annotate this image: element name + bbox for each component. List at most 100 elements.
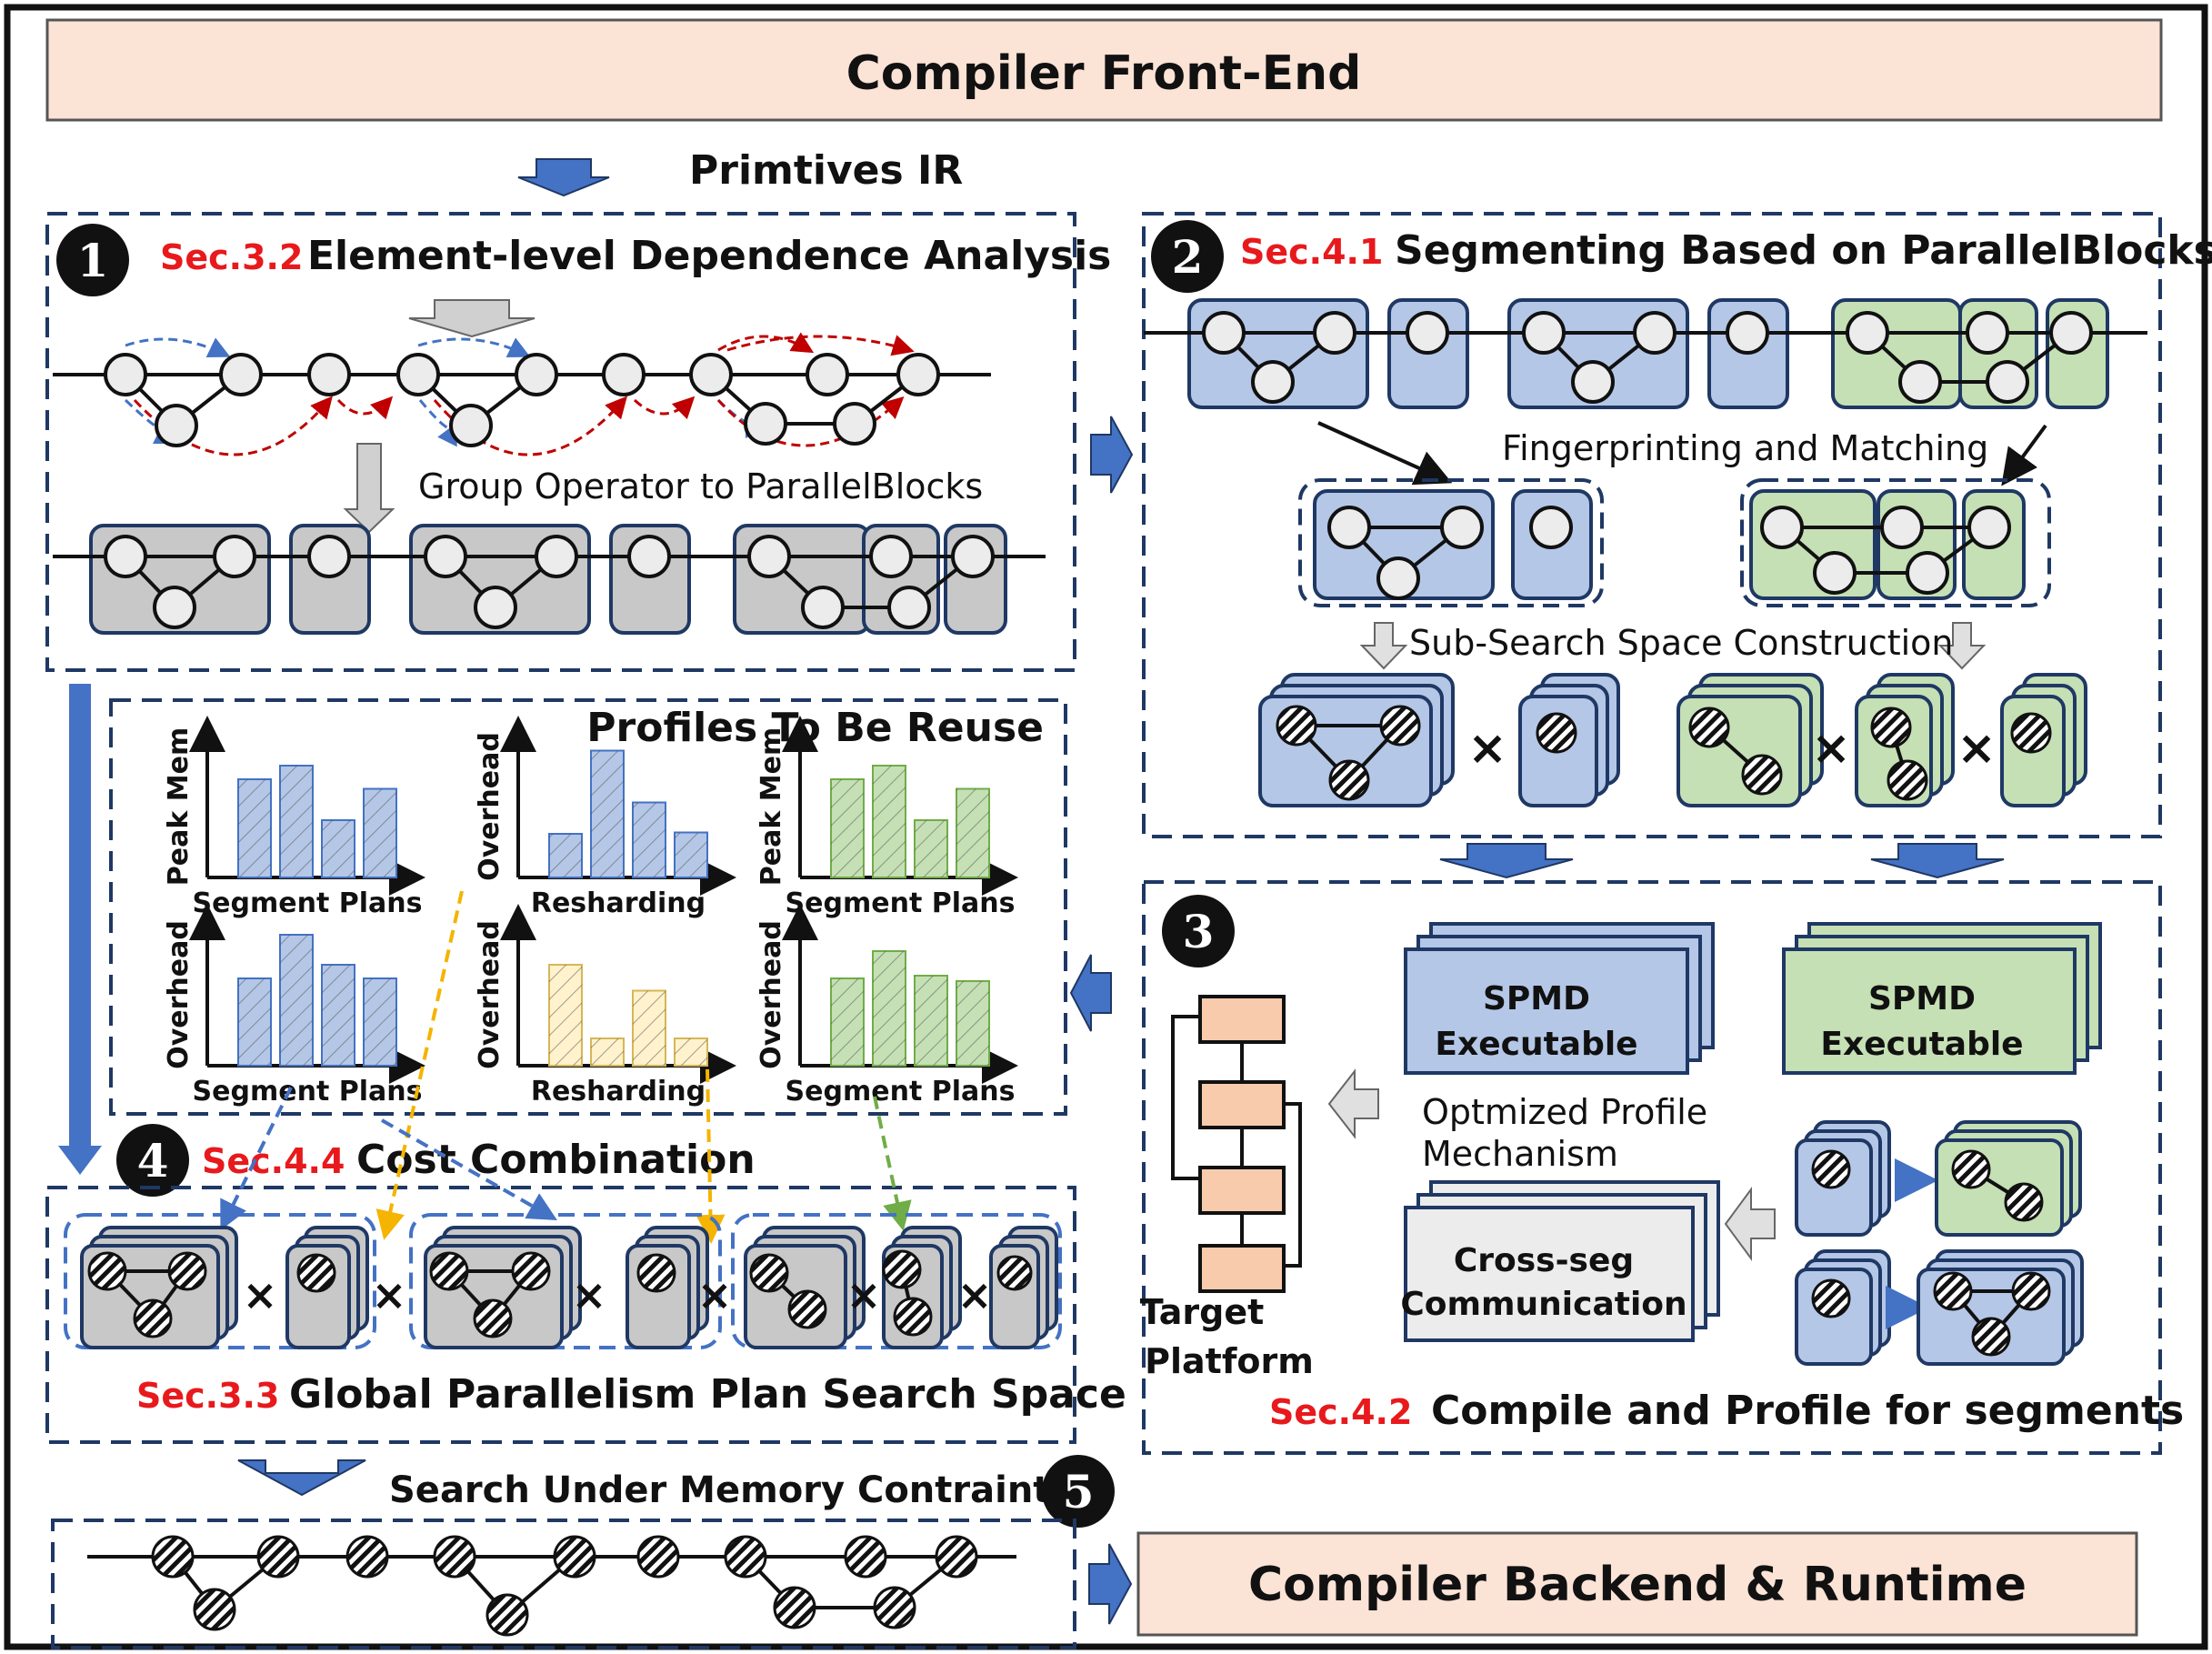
step1-section: Sec.3.2: [160, 237, 303, 277]
target-platform: [1171, 995, 1302, 1293]
compile-segment-stacks: [1795, 1120, 2084, 1366]
global-search-space: × × × × × ×: [64, 1213, 1062, 1349]
profile-chart-1-bar-hatch-2: [633, 802, 666, 877]
profile-chart-2-bar-hatch-1: [873, 766, 906, 877]
profile-chart-5-bar-hatch-1: [873, 951, 906, 1066]
global-section: Sec.3.3: [136, 1376, 279, 1416]
profile-chart-0-bar-hatch-2: [322, 820, 355, 877]
profiles-panel: [109, 698, 1067, 1116]
svg-text:×: ×: [1811, 721, 1851, 776]
down-arrow-icon: [517, 158, 610, 197]
spmd-green-line2: Executable: [1820, 1026, 2023, 1063]
step2-number-badge: [1151, 220, 1224, 293]
profile-chart-3-bar-hatch-2: [322, 965, 355, 1066]
down-arrow-icon-3: [1870, 843, 2005, 879]
target-line2: Platform: [1145, 1341, 1314, 1381]
spmd-executable-blue: [1404, 922, 1715, 1075]
step3-number-badge: [1162, 895, 1235, 967]
spmd-blue-line2: Executable: [1435, 1026, 1637, 1063]
subspace-label: Sub-Search Space Construction: [1409, 623, 1954, 663]
cross-seg-stack: [1404, 1180, 1720, 1342]
parallel-blocks-gray: [53, 524, 1046, 635]
svg-text:×: ×: [372, 1270, 407, 1319]
profile-chart-2-bar-hatch-2: [915, 820, 947, 877]
svg-text:×: ×: [846, 1270, 882, 1319]
step3-section: Sec.4.2: [1269, 1392, 1412, 1432]
group-label: Group Operator to ParallelBlocks: [418, 466, 983, 506]
profile-chart-4-ylabel: Overhead: [474, 920, 505, 1069]
profile-chart-5-bar-hatch-0: [831, 978, 864, 1066]
profile-chart-3-bar-hatch-3: [364, 978, 396, 1066]
profile-link-blue-1: [220, 1087, 293, 1231]
profile-chart-0-xlabel: Segment Plans: [193, 887, 423, 919]
profile-chart-1-bar-hatch-3: [675, 832, 707, 877]
down-arrow-icon-4: [237, 1459, 366, 1497]
profile-link-green: [873, 1096, 912, 1231]
svg-text:×: ×: [1957, 721, 1997, 776]
primitives-ir-label: Primtives IR: [689, 147, 963, 194]
sub-search-spaces: × × ×: [1258, 673, 2087, 807]
step1-number-badge: [56, 224, 129, 296]
backend-box: [1136, 1531, 2138, 1637]
profile-link-yellow-2: [696, 1068, 726, 1244]
profile-chart-0-ylabel: Peak Mem: [163, 727, 195, 886]
profile-chart-5-xlabel: Segment Plans: [786, 1076, 1016, 1108]
step5-number-badge: [1042, 1455, 1115, 1528]
step4-number-badge: [116, 1124, 189, 1197]
match-arrow-right: [2001, 424, 2047, 486]
profile-chart-0-bar-hatch-1: [280, 766, 313, 877]
step3-panel: [1142, 880, 2162, 1455]
step5-number: 5: [1063, 1465, 1095, 1519]
profile-chart-1-bar-hatch-0: [549, 834, 582, 877]
opt-line1: Optmized Profile: [1422, 1092, 1707, 1132]
outer-frame: [4, 4, 2208, 1650]
matched-groups: [1298, 478, 2051, 607]
profile-chart-3-bar-hatch-0: [238, 978, 271, 1066]
backend-label: Compiler Backend & Runtime: [1248, 1558, 2027, 1612]
profile-chart-1-ylabel: Overhead: [474, 732, 505, 881]
step1-number: 1: [77, 234, 109, 287]
svg-text:×: ×: [572, 1270, 607, 1319]
profile-link-blue-2: [381, 1118, 557, 1220]
cross-line1: Cross-seg: [1454, 1242, 1634, 1279]
fingerprint-label: Fingerprinting and Matching: [1502, 428, 1988, 468]
gray-left-arrow-icon-2: [1724, 1186, 1776, 1262]
down-arrow-icon-2: [1439, 843, 1574, 879]
gray-down-arrow-icon: [408, 299, 535, 338]
gray-left-arrow-icon: [1327, 1068, 1379, 1139]
profile-chart-4-bar-hatch-2: [633, 990, 666, 1066]
step1-title: Element-level Dependence Analysis: [307, 233, 1111, 279]
svg-text:×: ×: [957, 1270, 993, 1319]
profile-chart-5-bar-hatch-2: [915, 976, 947, 1066]
search-label: Search Under Memory Contraint: [389, 1469, 1050, 1511]
svg-text:×: ×: [1467, 721, 1507, 776]
profile-chart-4-bar-hatch-1: [591, 1038, 624, 1066]
profile-chart-3-bar-hatch-1: [280, 935, 313, 1066]
step4-section: Sec.4.4: [202, 1141, 345, 1181]
profile-chart-4-bar-hatch-0: [549, 965, 582, 1066]
spmd-executable-green: [1782, 922, 2102, 1075]
step2-panel: [1142, 212, 2162, 838]
cross-line2: Communication: [1400, 1286, 1687, 1323]
profile-chart-5-ylabel: Overhead: [756, 920, 787, 1069]
final-plan-graph: [87, 1535, 1016, 1637]
profile-chart-5-bar-hatch-3: [956, 981, 989, 1066]
left-arrow-icon: [1069, 954, 1112, 1032]
step4-title: Cost Combination: [356, 1137, 756, 1183]
profile-link-yellow-1: [375, 890, 464, 1240]
profile-chart-0-bar-hatch-0: [238, 779, 271, 877]
profile-chart-4-bar-hatch-3: [675, 1038, 707, 1066]
svg-text:×: ×: [243, 1270, 278, 1319]
step4-panel: [45, 1186, 1076, 1444]
dependence-graph: [53, 332, 991, 456]
right-arrow-icon: [1090, 416, 1134, 494]
gray-down-arrow-icon-2: [343, 443, 395, 534]
vertical-down-arrow-icon: [58, 684, 102, 1175]
profile-chart-1-xlabel: Resharding: [531, 887, 706, 919]
step2-section: Sec.4.1: [1240, 232, 1383, 272]
profile-chart-1-bar-hatch-1: [591, 750, 624, 877]
gray-down-arrow-icon-4: [1937, 622, 1987, 670]
